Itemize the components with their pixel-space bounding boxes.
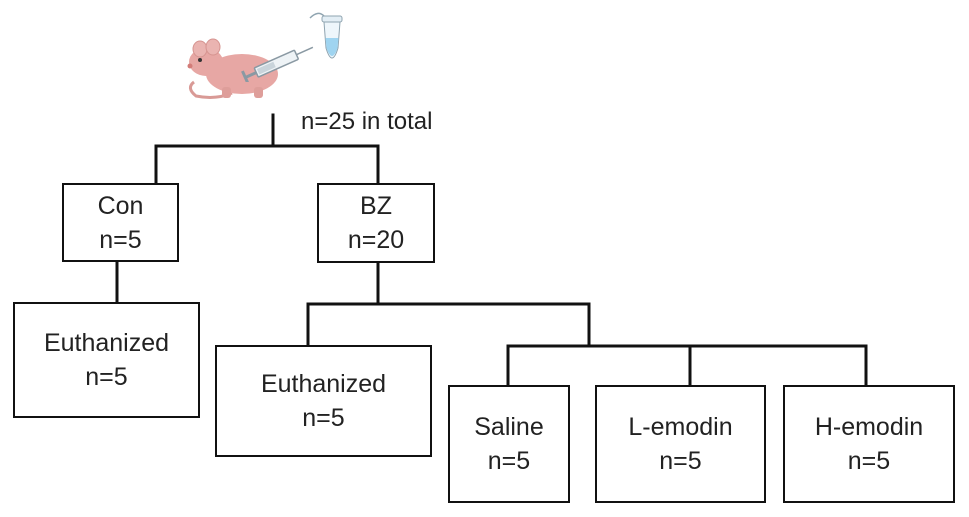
con-count: n=5 bbox=[99, 225, 142, 254]
bz-title: BZ bbox=[360, 192, 392, 220]
con-euthanized-box: Euthanized n=5 bbox=[13, 302, 200, 418]
saline-count: n=5 bbox=[487, 447, 531, 475]
con-euthanized-count: n=5 bbox=[85, 363, 128, 391]
tube-icon bbox=[309, 12, 343, 59]
saline-box: Saline n=5 bbox=[448, 385, 570, 503]
bz-group-box: BZ n=20 bbox=[317, 183, 435, 263]
syringe-icon bbox=[241, 46, 314, 82]
l-emodin-box: L-emodin n=5 bbox=[595, 385, 766, 503]
con-euthanized-title: Euthanized bbox=[43, 329, 170, 357]
h-emodin-title: H-emodin bbox=[814, 413, 924, 441]
h-emodin-box: H-emodin n=5 bbox=[783, 385, 955, 503]
total-count-label: n=25 in total bbox=[301, 108, 433, 135]
h-emodin-count: n=5 bbox=[847, 447, 891, 475]
con-group-box: Con n=5 bbox=[62, 183, 179, 262]
bz-count: n=20 bbox=[347, 226, 405, 254]
bz-euthanized-count: n=5 bbox=[302, 404, 345, 432]
bz-euthanized-title: Euthanized bbox=[260, 370, 387, 398]
bz-euthanized-box: Euthanized n=5 bbox=[215, 345, 432, 457]
saline-title: Saline bbox=[474, 413, 544, 441]
l-emodin-title: L-emodin bbox=[628, 413, 733, 441]
l-emodin-count: n=5 bbox=[659, 447, 702, 475]
mouse-icon bbox=[187, 38, 278, 99]
con-title: Con bbox=[97, 191, 144, 220]
